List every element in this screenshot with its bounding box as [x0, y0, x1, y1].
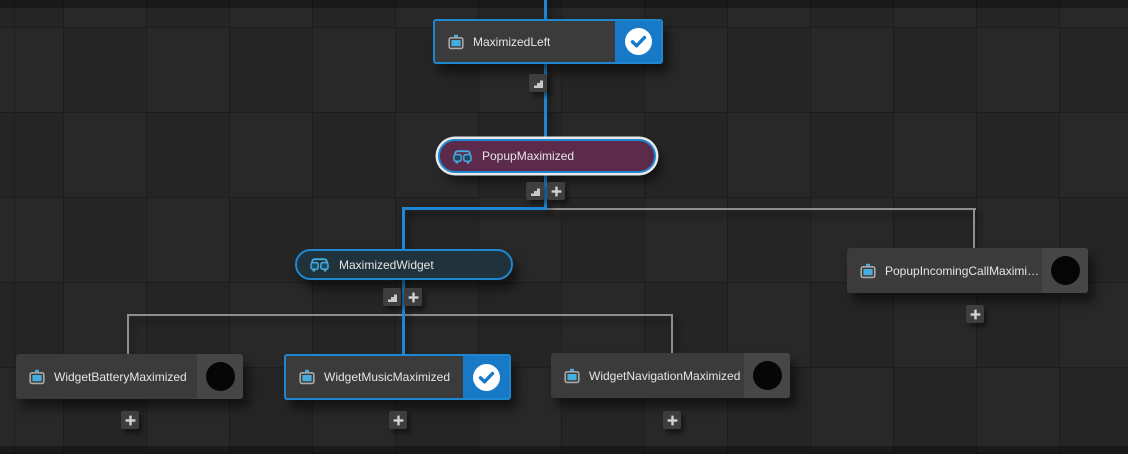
add-button-popup-incoming-call-maximized[interactable]	[966, 305, 984, 323]
node-label-area: WidgetBatteryMaximized	[16, 354, 197, 399]
transition-wire[interactable]	[671, 314, 673, 354]
state-node-maximized-left[interactable]: MaximizedLeft	[433, 19, 663, 64]
canvas-bottom-edge	[0, 446, 1128, 454]
entry-dot-badge[interactable]	[1042, 248, 1088, 293]
node-label-area: MaximizedLeft	[435, 21, 615, 62]
expand-button-popup-maximized[interactable]	[526, 182, 544, 200]
check-icon	[624, 28, 652, 55]
plus-icon	[125, 415, 136, 426]
node-label: WidgetNavigationMaximized	[589, 368, 741, 383]
steps-icon	[387, 292, 398, 303]
plus-icon	[551, 186, 562, 197]
transition-wire[interactable]	[127, 314, 673, 316]
expand-button-maximized-left[interactable]	[529, 74, 547, 92]
canvas-top-edge	[0, 0, 1128, 8]
node-label-area: MaximizedWidget	[297, 257, 511, 272]
node-label-area: WidgetNavigationMaximized	[551, 353, 744, 398]
add-button-widget-navigation-maximized[interactable]	[663, 411, 681, 429]
state-node-popup-maximized[interactable]: PopupMaximized	[438, 139, 656, 173]
transition-wire[interactable]	[547, 208, 976, 210]
node-label: PopupIncomingCallMaximized	[885, 263, 1042, 278]
transition-wire[interactable]	[544, 172, 547, 210]
view-state-icon	[299, 369, 315, 385]
state-node-maximized-widget[interactable]: MaximizedWidget	[295, 249, 513, 280]
add-button-maximized-widget[interactable]	[404, 288, 422, 306]
add-button-popup-maximized[interactable]	[547, 182, 565, 200]
state-node-popup-incoming-call-maximized[interactable]: PopupIncomingCallMaximized	[847, 248, 1088, 293]
dot-icon	[752, 361, 782, 390]
node-label: MaximizedWidget	[339, 257, 434, 272]
entry-dot-badge[interactable]	[744, 353, 790, 398]
plus-icon	[667, 415, 678, 426]
expand-button-maximized-widget[interactable]	[383, 288, 401, 306]
steps-icon	[533, 78, 544, 89]
view-state-icon	[29, 369, 45, 385]
node-label: MaximizedLeft	[473, 34, 551, 49]
steps-icon	[530, 186, 541, 197]
state-node-widget-battery-maximized[interactable]: WidgetBatteryMaximized	[16, 354, 243, 399]
transition-wire[interactable]	[544, 0, 547, 21]
plus-icon	[970, 309, 981, 320]
node-label-area: PopupIncomingCallMaximized	[847, 248, 1042, 293]
plus-icon	[408, 292, 419, 303]
node-label-area: PopupMaximized	[440, 149, 654, 164]
check-icon	[472, 363, 500, 391]
dot-icon	[205, 362, 235, 391]
transition-wire[interactable]	[402, 207, 405, 251]
state-machine-icon	[452, 149, 473, 164]
dot-icon	[1050, 256, 1080, 285]
transition-wire[interactable]	[402, 278, 405, 356]
transition-wire[interactable]	[544, 63, 547, 141]
state-node-widget-navigation-maximized[interactable]: WidgetNavigationMaximized	[551, 353, 790, 398]
add-button-widget-battery-maximized[interactable]	[121, 411, 139, 429]
transition-wire[interactable]	[402, 207, 547, 210]
add-button-widget-music-maximized[interactable]	[389, 411, 407, 429]
active-check-badge[interactable]	[615, 21, 661, 62]
transition-wire[interactable]	[973, 208, 975, 249]
transition-wire[interactable]	[127, 314, 129, 355]
entry-dot-badge[interactable]	[197, 354, 243, 399]
active-check-badge[interactable]	[463, 356, 509, 398]
plus-icon	[393, 415, 404, 426]
node-label: WidgetMusicMaximized	[324, 370, 451, 384]
state-node-widget-music-maximized[interactable]: WidgetMusicMaximized	[284, 354, 511, 400]
view-state-icon	[860, 263, 876, 279]
state-machine-icon	[309, 257, 330, 272]
node-label: WidgetBatteryMaximized	[54, 369, 187, 384]
view-state-icon	[448, 34, 464, 50]
node-label-area: WidgetMusicMaximized	[286, 356, 463, 398]
view-state-icon	[564, 368, 580, 384]
node-label: PopupMaximized	[482, 149, 575, 163]
